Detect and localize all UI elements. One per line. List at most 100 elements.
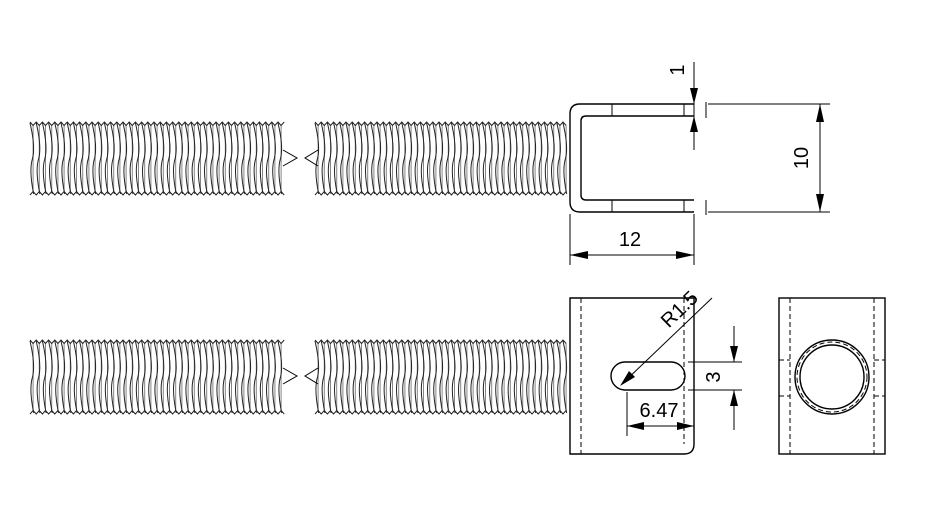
thread-flank <box>141 340 146 414</box>
thread-flank <box>320 340 326 414</box>
dim-10-arrow-top <box>816 104 824 122</box>
thread-flank <box>178 122 183 195</box>
thread-flank <box>203 340 208 414</box>
thread-flank <box>258 122 264 195</box>
thread-flank <box>116 122 121 195</box>
thread-flank <box>79 122 84 195</box>
thread-flank <box>320 122 326 195</box>
threaded-rod-top-right <box>314 121 568 196</box>
thread-flank <box>159 340 165 414</box>
thread-flank <box>407 340 413 414</box>
thread-flank <box>450 122 456 195</box>
threaded-rod-top-left <box>29 121 285 196</box>
slot <box>610 361 686 391</box>
thread-flank <box>444 122 450 195</box>
thread-flank <box>556 340 561 414</box>
thread-flank <box>543 122 549 195</box>
thread-flank <box>525 340 530 414</box>
thread-flank <box>314 340 320 414</box>
dim-1-arrow-down <box>690 88 698 104</box>
thread-flank <box>438 122 444 195</box>
thread-flank <box>481 122 487 195</box>
thread-flank <box>438 340 444 414</box>
dim-12-arrow-right <box>676 251 694 259</box>
break-mark-top-right <box>304 149 319 167</box>
thread-flank <box>165 122 171 195</box>
dim-slot-width: 3 <box>703 371 725 382</box>
thread-flank <box>519 122 524 195</box>
thread-flank <box>209 340 214 414</box>
thread-flank <box>395 340 400 414</box>
thread-flank <box>265 340 270 414</box>
thread-flank <box>537 122 543 195</box>
thread-flank <box>60 340 66 414</box>
thread-flank <box>97 122 103 195</box>
thread-flank <box>271 122 276 195</box>
thread-flank <box>519 340 524 414</box>
thread-flank <box>252 340 258 414</box>
thread-flank <box>221 122 227 195</box>
thread-flank <box>494 122 499 195</box>
thread-flank <box>196 340 202 414</box>
threaded-rod-bottom-left <box>29 339 285 415</box>
thread-flank <box>122 122 128 195</box>
thread-flank <box>85 340 90 414</box>
thread-flank <box>357 340 363 414</box>
thread-flank <box>506 340 512 414</box>
thread-flank <box>165 340 171 414</box>
thread-flank <box>457 340 462 414</box>
thread-flank <box>172 122 177 195</box>
dim-3-arrow-bottom <box>730 390 738 406</box>
dim-10-arrow-bottom <box>816 194 824 212</box>
thread-crest <box>314 190 567 196</box>
threaded-rod-bottom-right <box>314 339 568 415</box>
thread-flank <box>29 340 35 414</box>
thread-flank <box>172 340 177 414</box>
thread-flank <box>426 122 431 195</box>
thread-flank <box>252 122 258 195</box>
thread-flank <box>543 340 549 414</box>
thread-flank <box>91 340 97 414</box>
thread-flank <box>234 340 239 414</box>
thread-flank <box>54 122 59 195</box>
thread-flank <box>110 340 115 414</box>
thread-flank <box>234 122 239 195</box>
rod-section-inner <box>799 344 865 410</box>
thread-flank <box>54 340 59 414</box>
thread-flank <box>190 340 196 414</box>
thread-flank <box>469 122 475 195</box>
thread-flank <box>376 340 382 414</box>
thread-flank <box>48 340 53 414</box>
thread-flank <box>537 340 543 414</box>
thread-flank <box>333 340 338 414</box>
thread-flank <box>370 122 375 195</box>
thread-flank <box>147 122 152 195</box>
dim-inner-height: 10 <box>791 147 813 169</box>
thread-flank <box>432 340 437 414</box>
thread-flank <box>178 340 183 414</box>
thread-flank <box>401 340 406 414</box>
thread-flank <box>550 122 555 195</box>
thread-flank <box>525 122 530 195</box>
dim-wall-thickness: 1 <box>667 64 689 75</box>
thread-flank <box>388 122 394 195</box>
thread-flank <box>370 340 375 414</box>
thread-flank <box>531 340 537 414</box>
thread-flank <box>562 340 568 414</box>
break-mark-top-left <box>282 149 299 167</box>
thread-flank <box>382 340 388 414</box>
thread-flank <box>79 340 84 414</box>
thread-flank <box>97 340 103 414</box>
thread-flank <box>444 340 450 414</box>
thread-flank <box>419 122 425 195</box>
dim-overall-width: 12 <box>619 229 641 251</box>
thread-flank <box>562 122 568 195</box>
thread-flank <box>48 122 53 195</box>
thread-flank <box>364 122 369 195</box>
thread-flank <box>209 122 214 195</box>
top-view: 1 10 12 <box>29 62 830 265</box>
thread-flank <box>413 340 419 414</box>
thread-flank <box>512 340 518 414</box>
radius-leader-arrow <box>620 371 635 386</box>
thread-flank <box>116 340 121 414</box>
